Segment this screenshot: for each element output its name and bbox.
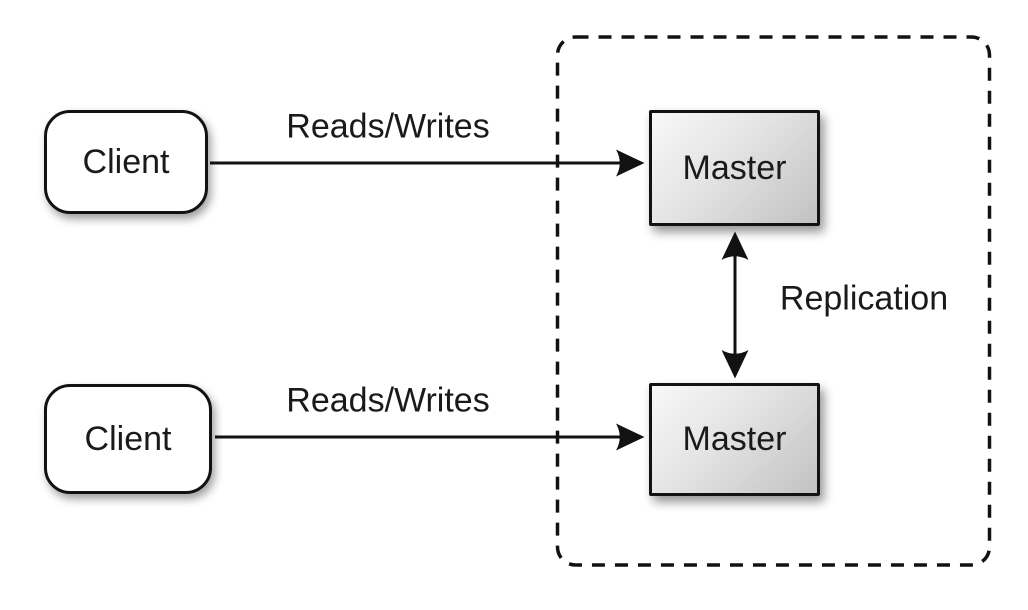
node-client-bottom: Client — [44, 384, 212, 494]
node-master-bottom: Master — [649, 383, 820, 496]
master-group-dashed-border — [555, 35, 992, 567]
node-master-top-label: Master — [682, 148, 787, 187]
edge-label-reads-writes-bottom: Reads/Writes — [286, 381, 490, 420]
edge-label-reads-writes-top: Reads/Writes — [286, 107, 490, 146]
node-client-top-label: Client — [82, 142, 170, 181]
edge-label-replication: Replication — [779, 279, 949, 318]
node-client-top: Client — [44, 110, 208, 214]
node-client-bottom-label: Client — [84, 419, 172, 458]
node-master-top: Master — [649, 110, 820, 226]
node-master-bottom-label: Master — [682, 420, 787, 458]
